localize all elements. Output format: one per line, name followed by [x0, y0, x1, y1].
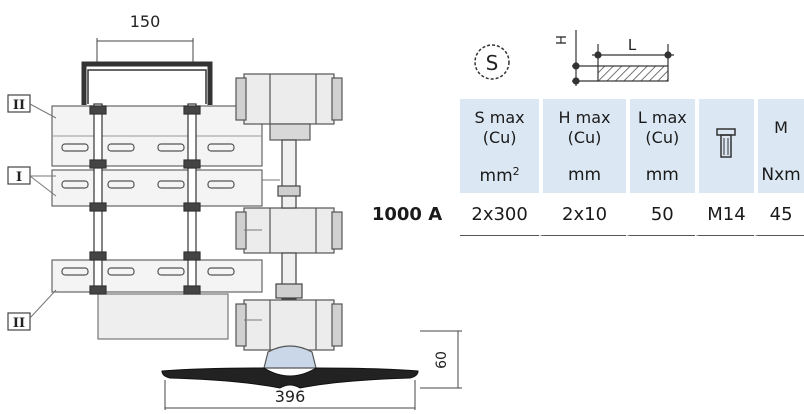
header-s-max-line1: S max — [474, 108, 525, 127]
header-s-max-line2: (Cu) — [482, 128, 517, 147]
central-shaft — [275, 139, 303, 300]
flat-bar-icon: H L — [555, 30, 674, 86]
l-max-value: 50 — [625, 193, 695, 236]
threaded-rods — [89, 103, 201, 295]
s-max-value: 2x300 — [460, 193, 540, 236]
header-h-max-line1: H max — [558, 108, 611, 127]
dimension-60: 60 — [420, 330, 462, 389]
h-max-value: 2x10 — [539, 193, 626, 236]
busbar-group-bottom — [51, 259, 263, 293]
bolt-icon — [716, 127, 737, 158]
dim-bottom-label: 396 — [275, 387, 306, 406]
flat-bar-l-label: L — [628, 36, 637, 54]
unit-l: mm — [625, 157, 695, 193]
section-symbol: S — [486, 51, 499, 75]
dim-top-label: 150 — [130, 12, 161, 31]
marker-i-label: I — [16, 170, 22, 185]
dim-height-label: 60 — [434, 351, 450, 369]
header-bolt — [694, 99, 755, 193]
specification-table: S max (Cu) H max (Cu) L max (Cu) M mm2 m… — [354, 99, 804, 236]
unit-s-text: mm — [479, 165, 513, 186]
marker-i: I — [7, 166, 57, 197]
header-l-max-line2: (Cu) — [645, 128, 680, 147]
marker-ii-bottom: II — [7, 289, 57, 331]
u-bracket — [81, 61, 213, 105]
header-l-max: L max (Cu) — [625, 99, 695, 157]
dimension-396: 396 — [164, 380, 416, 410]
torque-value: 45 — [754, 193, 804, 236]
unit-h: mm — [539, 157, 626, 193]
header-h-max-line2: (Cu) — [567, 128, 602, 147]
bolt-value: M14 — [694, 193, 755, 236]
table-row: 1000 A 2x300 2x10 50 M14 45 — [354, 193, 804, 236]
busbar-group-middle — [51, 169, 263, 207]
dimension-150: 150 — [96, 12, 194, 66]
header-s-max: S max (Cu) — [460, 99, 540, 157]
header-h-max: H max (Cu) — [539, 99, 626, 157]
marker-ii-bottom-label: II — [13, 316, 25, 331]
base-plate — [161, 345, 419, 389]
lower-block — [97, 293, 229, 340]
header-m: M — [754, 99, 804, 157]
header-m-line1: M — [774, 118, 788, 137]
unit-s: mm2 — [460, 157, 540, 193]
busbar-group-top — [51, 105, 263, 167]
insulator-top — [235, 73, 343, 141]
unit-m: Nxm — [754, 157, 804, 193]
header-l-max-line1: L max — [637, 108, 687, 127]
unit-s-sup: 2 — [512, 164, 520, 178]
cross-section-icon: S — [474, 44, 510, 80]
marker-ii-top-label: II — [13, 98, 25, 113]
rating-value: 1000 A — [371, 204, 443, 225]
marker-ii-top: II — [7, 94, 57, 119]
insulator-bottom — [235, 299, 343, 351]
flat-bar-h-label: H — [555, 35, 570, 45]
